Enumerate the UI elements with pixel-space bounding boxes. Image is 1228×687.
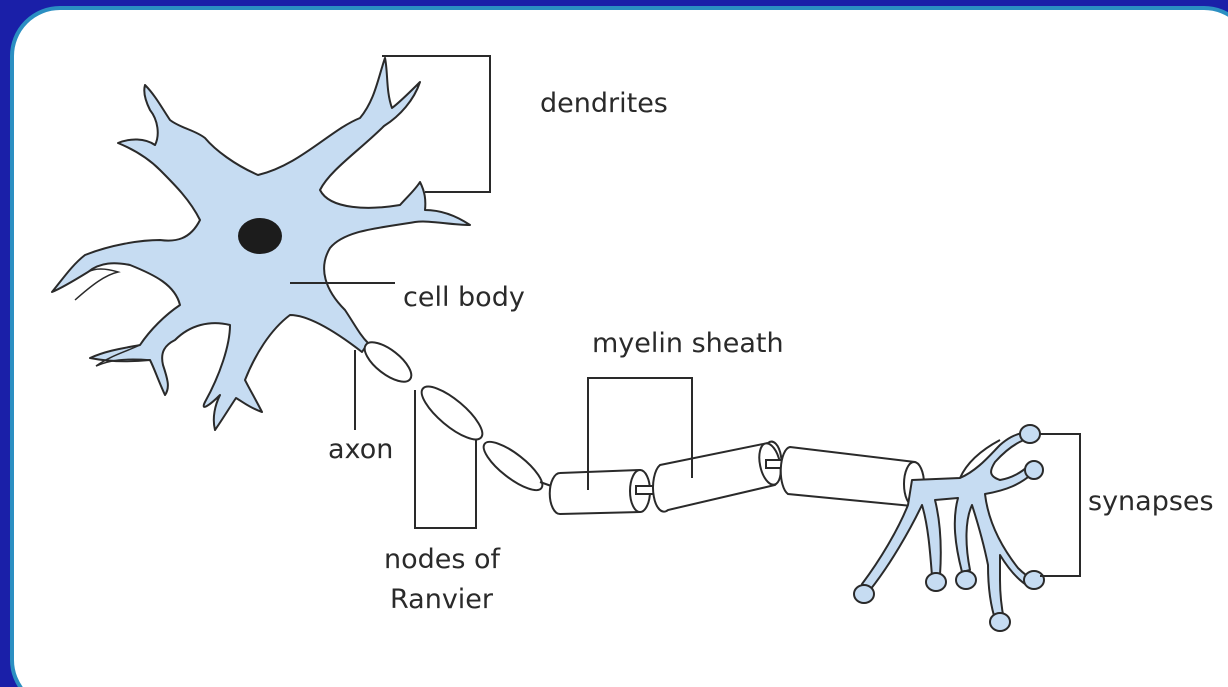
synaptic-bulb: [1024, 571, 1044, 589]
label-dendrites: dendrites: [540, 88, 668, 119]
label-nodes-line2: Ranvier: [390, 584, 494, 615]
synaptic-bulb: [990, 613, 1010, 631]
synaptic-bulb: [926, 573, 946, 591]
synaptic-bulb: [1020, 425, 1040, 443]
synaptic-bulb: [854, 585, 874, 603]
label-myelin-sheath: myelin sheath: [592, 328, 784, 359]
synaptic-bulb: [1025, 461, 1043, 479]
nucleus: [238, 218, 282, 254]
label-cell-body: cell body: [403, 282, 525, 313]
synaptic-bulb: [956, 571, 976, 589]
label-synapses: synapses: [1088, 486, 1214, 517]
label-axon: axon: [328, 434, 393, 465]
label-nodes-line1: nodes of: [384, 544, 502, 575]
